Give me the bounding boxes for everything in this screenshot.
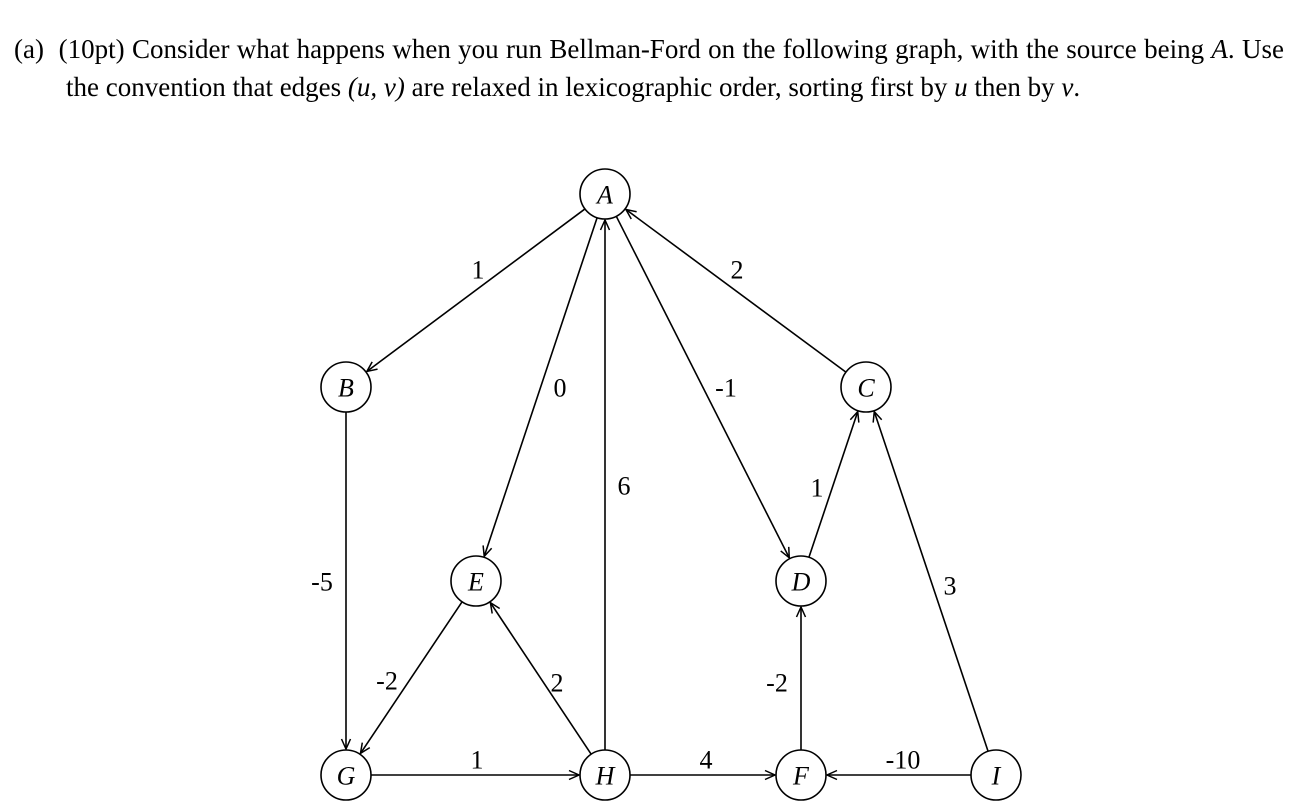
- node-circle: [579, 168, 631, 220]
- part-label: (a): [14, 34, 44, 64]
- node-label: H: [595, 762, 616, 791]
- edge-c-a: 2: [626, 209, 847, 373]
- node-a: A: [579, 168, 631, 220]
- edge-a-b: 1: [367, 208, 586, 372]
- edge-line: [808, 412, 858, 558]
- edge-line: [367, 208, 586, 372]
- edge-weight-label: 1: [811, 474, 824, 503]
- edge-weight-label: 1: [472, 256, 485, 285]
- edge-weight-label: 2: [731, 256, 744, 285]
- node-circle: [840, 361, 892, 413]
- node-f: F: [775, 749, 827, 801]
- edge-line: [484, 217, 598, 557]
- edge-line: [615, 215, 789, 558]
- edge-weight-label: -1: [715, 374, 737, 403]
- points-label: (10pt): [58, 34, 125, 64]
- var-u: u: [954, 72, 968, 102]
- node-circle: [970, 749, 1022, 801]
- source-vertex: A: [1211, 34, 1228, 64]
- edge-weight-label: 4: [700, 746, 713, 775]
- node-e: E: [450, 555, 502, 607]
- edge-notation: (u, v): [347, 72, 405, 102]
- edge-weight-label: -10: [886, 746, 921, 775]
- edge-i-c: 3: [874, 412, 989, 752]
- node-c: C: [840, 361, 892, 413]
- problem-text-1: Consider what happens when you run Bellm…: [131, 34, 1212, 64]
- nodes-layer: A B C D E F G H I: [320, 168, 1022, 801]
- problem-paragraph: (a) (10pt) Consider what happens when yo…: [14, 30, 1284, 106]
- problem-text-3: are relaxed in lexicographic order, sort…: [404, 72, 955, 102]
- edge-weight-label: 1: [471, 746, 484, 775]
- edge-weight-label: -5: [311, 568, 333, 597]
- edge-line: [874, 412, 989, 752]
- edge-weight-label: 2: [551, 669, 564, 698]
- edge-d-c: 1: [808, 412, 858, 558]
- node-b: B: [320, 361, 372, 413]
- problem-text-2: . Use the convention that edges: [66, 34, 1284, 102]
- edge-weight-label: -2: [766, 669, 788, 698]
- edge-weight-label: 0: [554, 374, 567, 403]
- edge-h-a: 6: [605, 220, 631, 750]
- node-label: I: [991, 762, 1002, 791]
- node-g: G: [320, 749, 372, 801]
- edge-line: [490, 603, 592, 755]
- node-label: D: [791, 568, 811, 597]
- edge-i-f: -10: [827, 746, 971, 776]
- edge-weight-label: 6: [618, 472, 631, 501]
- node-label: G: [337, 762, 356, 791]
- node-circle: [320, 749, 372, 801]
- problem-text-4: then by: [967, 72, 1062, 102]
- edge-line: [360, 601, 463, 754]
- edge-line: [626, 209, 847, 373]
- node-label: C: [857, 374, 875, 403]
- edge-a-d: -1: [615, 215, 789, 558]
- node-label: E: [467, 568, 484, 597]
- problem-statement: (a) (10pt) Consider what happens when yo…: [14, 30, 1284, 106]
- node-d: D: [775, 555, 827, 607]
- node-circle: [320, 361, 372, 413]
- node-circle: [579, 749, 631, 801]
- problem-text-5: .: [1073, 72, 1081, 102]
- edge-h-f: 4: [630, 746, 775, 776]
- edges-layer: 1 0 -1 2 6 -5 -2 2 1 3 -2 1 4 -10: [311, 208, 989, 776]
- edge-h-e: 2: [490, 603, 592, 755]
- var-v: v: [1061, 72, 1074, 102]
- edge-g-h: 1: [371, 746, 579, 776]
- node-circle: [450, 555, 502, 607]
- node-label: A: [595, 181, 613, 210]
- edge-weight-label: 3: [944, 572, 957, 601]
- edge-f-d: -2: [766, 607, 801, 750]
- edge-b-g: -5: [311, 412, 346, 749]
- edge-weight-label: -2: [376, 667, 398, 696]
- node-label: F: [792, 762, 810, 791]
- edge-e-g: -2: [360, 601, 463, 754]
- node-circle: [775, 555, 827, 607]
- node-label: B: [338, 374, 354, 403]
- edge-a-e: 0: [484, 217, 598, 557]
- node-h: H: [579, 749, 631, 801]
- node-circle: [775, 749, 827, 801]
- node-i: I: [970, 749, 1022, 801]
